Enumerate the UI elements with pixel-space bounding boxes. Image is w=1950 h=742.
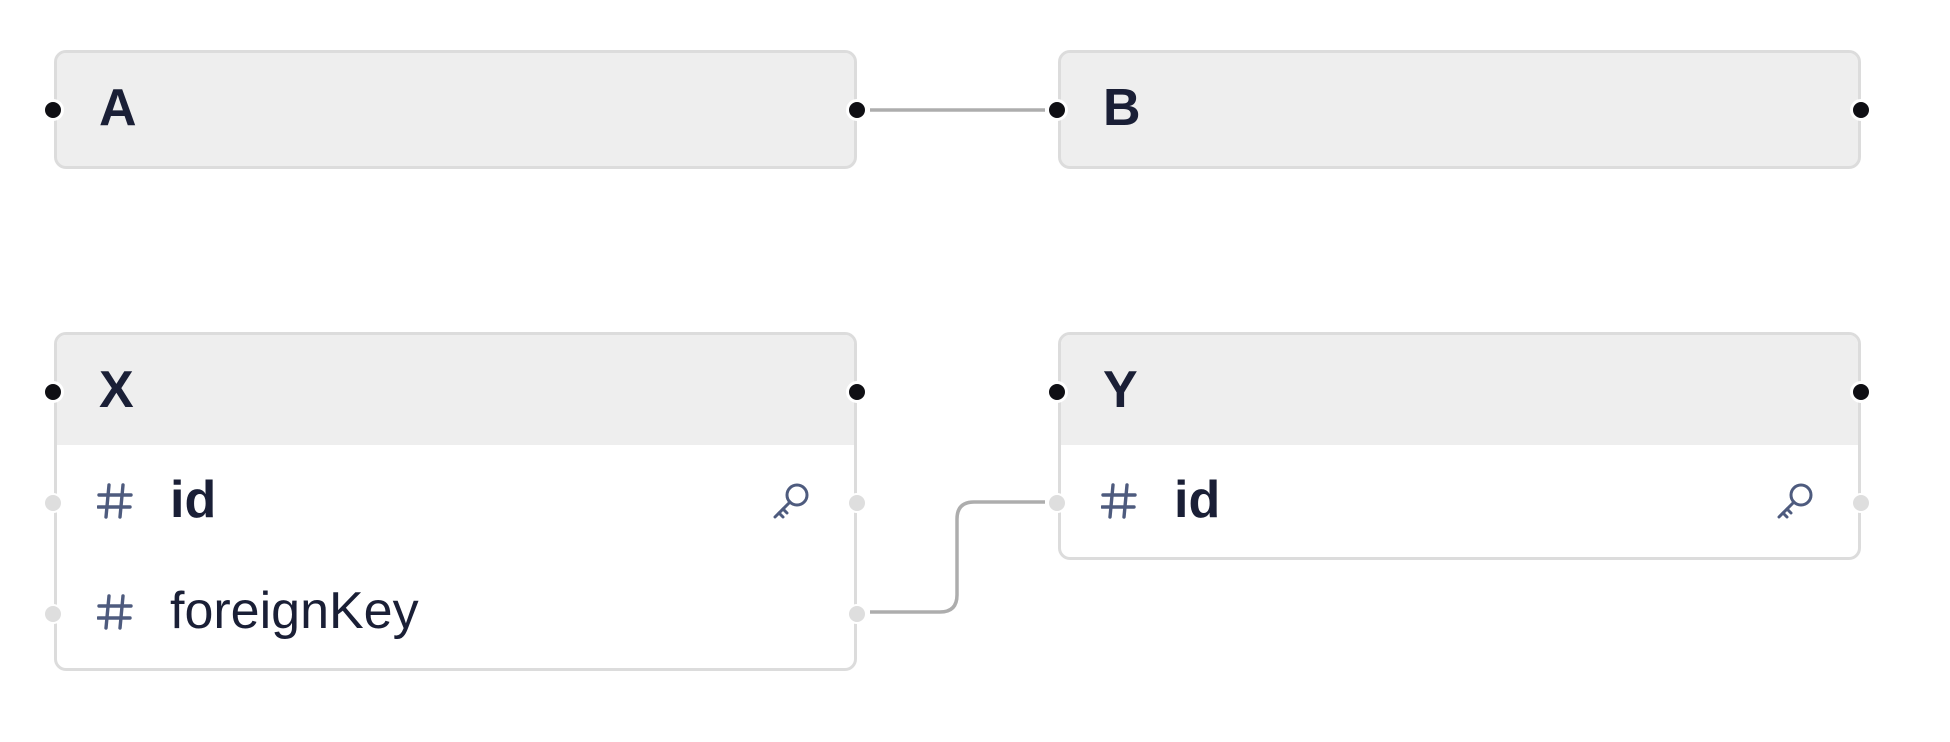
node-x-field-id-right-handle[interactable] <box>847 493 867 513</box>
node-x-left-handle[interactable] <box>42 381 64 403</box>
number-icon <box>1099 445 1139 556</box>
node-y-right-handle[interactable] <box>1850 381 1872 403</box>
number-icon <box>95 556 135 667</box>
node-y[interactable]: Y id <box>1058 332 1861 560</box>
node-y-header[interactable]: Y <box>1061 335 1858 445</box>
node-y-field-id-name: id <box>1174 471 1221 529</box>
node-x-field-id-name: id <box>170 471 217 529</box>
node-x-header[interactable]: X <box>57 335 854 445</box>
node-x-field-foreignkey-left-handle[interactable] <box>43 604 63 624</box>
node-x-field-foreignkey-name: foreignKey <box>170 582 419 640</box>
node-b-title: B <box>1103 79 1141 137</box>
node-x-field-foreignkey[interactable]: foreignKey <box>57 556 854 667</box>
node-y-title: Y <box>1103 361 1138 419</box>
node-a-left-handle[interactable] <box>42 99 64 121</box>
node-a-right-handle[interactable] <box>846 99 868 121</box>
node-b[interactable]: B <box>1058 50 1861 169</box>
node-b-left-handle[interactable] <box>1046 99 1068 121</box>
node-a[interactable]: A <box>54 50 857 169</box>
node-y-left-handle[interactable] <box>1046 381 1068 403</box>
node-a-title: A <box>99 79 137 137</box>
node-y-field-id[interactable]: id <box>1061 445 1858 556</box>
node-x-field-id[interactable]: id <box>57 445 854 556</box>
node-x[interactable]: X id <box>54 332 857 671</box>
node-y-field-id-left-handle[interactable] <box>1047 493 1067 513</box>
node-x-right-handle[interactable] <box>846 381 868 403</box>
node-a-header[interactable]: A <box>57 53 854 163</box>
node-b-header[interactable]: B <box>1061 53 1858 163</box>
node-x-field-foreignkey-right-handle[interactable] <box>847 604 867 624</box>
edge-x-foreignkey-to-y[interactable] <box>870 500 1045 614</box>
number-icon <box>95 445 135 556</box>
node-b-right-handle[interactable] <box>1850 99 1872 121</box>
node-x-title: X <box>99 361 134 419</box>
key-icon <box>772 445 812 556</box>
node-x-field-id-left-handle[interactable] <box>43 493 63 513</box>
key-icon <box>1776 445 1816 556</box>
node-y-field-id-right-handle[interactable] <box>1851 493 1871 513</box>
